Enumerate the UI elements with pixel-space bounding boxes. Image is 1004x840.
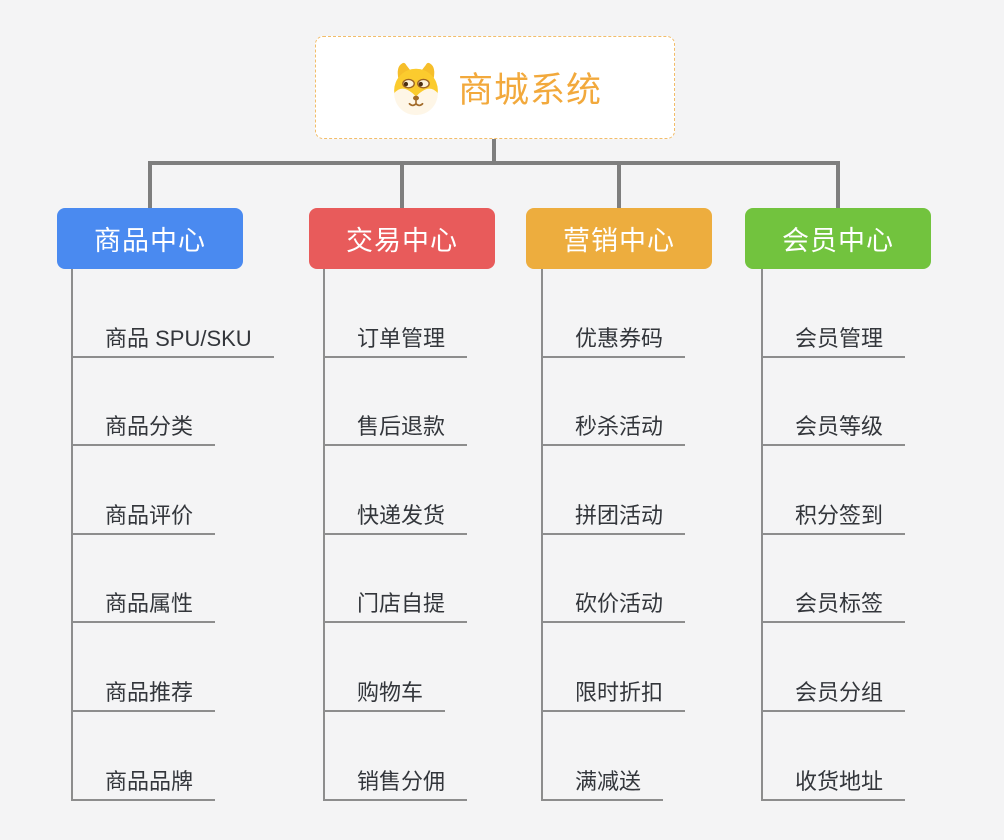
leaf-node[interactable]: 砍价活动 (541, 591, 686, 623)
leaf-node[interactable]: 积分签到 (761, 503, 906, 535)
leaf-node[interactable]: 门店自提 (323, 591, 468, 623)
leaf-node[interactable]: 优惠券码 (541, 326, 686, 358)
branch-node-trade[interactable]: 交易中心 (309, 208, 495, 269)
trunk-line-members (761, 269, 763, 801)
branch-label: 营销中心 (563, 226, 675, 256)
connector-drop-trade (400, 161, 404, 209)
leaf-node[interactable]: 满减送 (541, 769, 664, 801)
leaf-node[interactable]: 商品评价 (71, 503, 216, 535)
leaf-node[interactable]: 会员等级 (761, 414, 906, 446)
connector-root-stem (492, 139, 496, 165)
leaf-node[interactable]: 快递发货 (323, 503, 468, 535)
branch-label: 商品中心 (94, 226, 206, 256)
connector-drop-members (836, 161, 840, 209)
leaf-node[interactable]: 商品推荐 (71, 680, 216, 712)
leaf-node[interactable]: 会员分组 (761, 680, 906, 712)
leaf-node[interactable]: 会员管理 (761, 326, 906, 358)
branch-node-products[interactable]: 商品中心 (57, 208, 243, 269)
branch-label: 交易中心 (346, 226, 458, 256)
trunk-line-products (71, 269, 73, 801)
branch-label: 会员中心 (782, 226, 894, 256)
root-title: 商城系统 (457, 71, 602, 110)
leaf-node[interactable]: 商品分类 (71, 414, 216, 446)
leaf-node[interactable]: 订单管理 (323, 326, 468, 358)
leaf-node[interactable]: 售后退款 (323, 414, 468, 446)
branch-node-marketing[interactable]: 营销中心 (526, 208, 712, 269)
leaf-node[interactable]: 销售分佣 (323, 769, 468, 801)
leaf-node[interactable]: 商品品牌 (71, 769, 216, 801)
leaf-node[interactable]: 商品 SPU/SKU (71, 326, 274, 358)
dog-face-icon (394, 62, 438, 115)
leaf-node[interactable]: 购物车 (323, 680, 446, 712)
leaf-node[interactable]: 会员标签 (761, 591, 906, 623)
trunk-line-marketing (541, 269, 543, 801)
leaf-node[interactable]: 秒杀活动 (541, 414, 686, 446)
root-node[interactable]: 商城系统 (315, 36, 675, 139)
leaf-node[interactable]: 拼团活动 (541, 503, 686, 535)
branch-node-members[interactable]: 会员中心 (745, 208, 931, 269)
connector-drop-marketing (617, 161, 621, 209)
leaf-node[interactable]: 限时折扣 (541, 680, 686, 712)
connector-drop-products (148, 161, 152, 209)
trunk-line-trade (323, 269, 325, 801)
leaf-node[interactable]: 收货地址 (761, 769, 906, 801)
connector-bus (148, 161, 840, 165)
leaf-node[interactable]: 商品属性 (71, 591, 216, 623)
